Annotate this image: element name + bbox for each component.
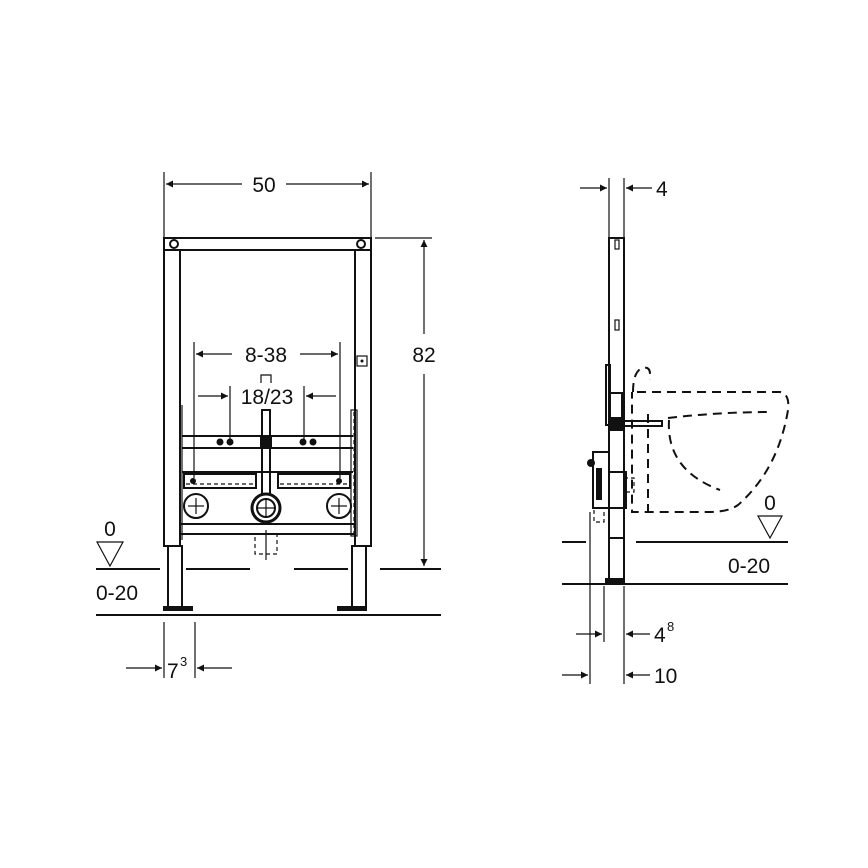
foot-depth-dimension: 4 8 [576,512,674,684]
foot-width-sup: 3 [180,654,187,669]
side-floor-level-label: 0 [764,492,776,515]
mounting-plate [182,409,353,560]
frame-depth-dimension: 4 [580,178,668,238]
connection-range-label: 8-38 [245,344,287,367]
width-label: 50 [252,174,275,197]
height-dimension: 82 [375,237,436,566]
foot-depth-sup: 8 [667,619,674,634]
frame [163,237,372,611]
floor-level-label: 0 [104,518,116,541]
bidet-outline [631,366,790,513]
total-depth-label: 10 [654,665,677,688]
connection-range-dimension: 8-38 [193,342,341,478]
connection-center-dimension: 18/23 [198,374,336,440]
front-view: 50 82 [95,172,441,683]
foot-width-dimension: 7 3 [126,622,232,683]
width-dimension: 50 [163,172,372,238]
side-frame [587,237,663,583]
connection-center-label: 18/23 [241,386,294,409]
height-label: 82 [412,344,435,367]
side-view: 4 [562,178,790,688]
total-depth-dimension: 10 [562,665,677,688]
side-floor-levels: 0 0-20 [562,492,788,585]
side-floor-range-label: 0-20 [728,555,770,578]
foot-depth-base: 4 [654,624,666,647]
floor-levels: 0 0-20 [95,518,441,616]
foot-width-base: 7 [167,660,179,683]
frame-depth-label: 4 [656,178,668,201]
floor-range-label: 0-20 [96,582,138,605]
